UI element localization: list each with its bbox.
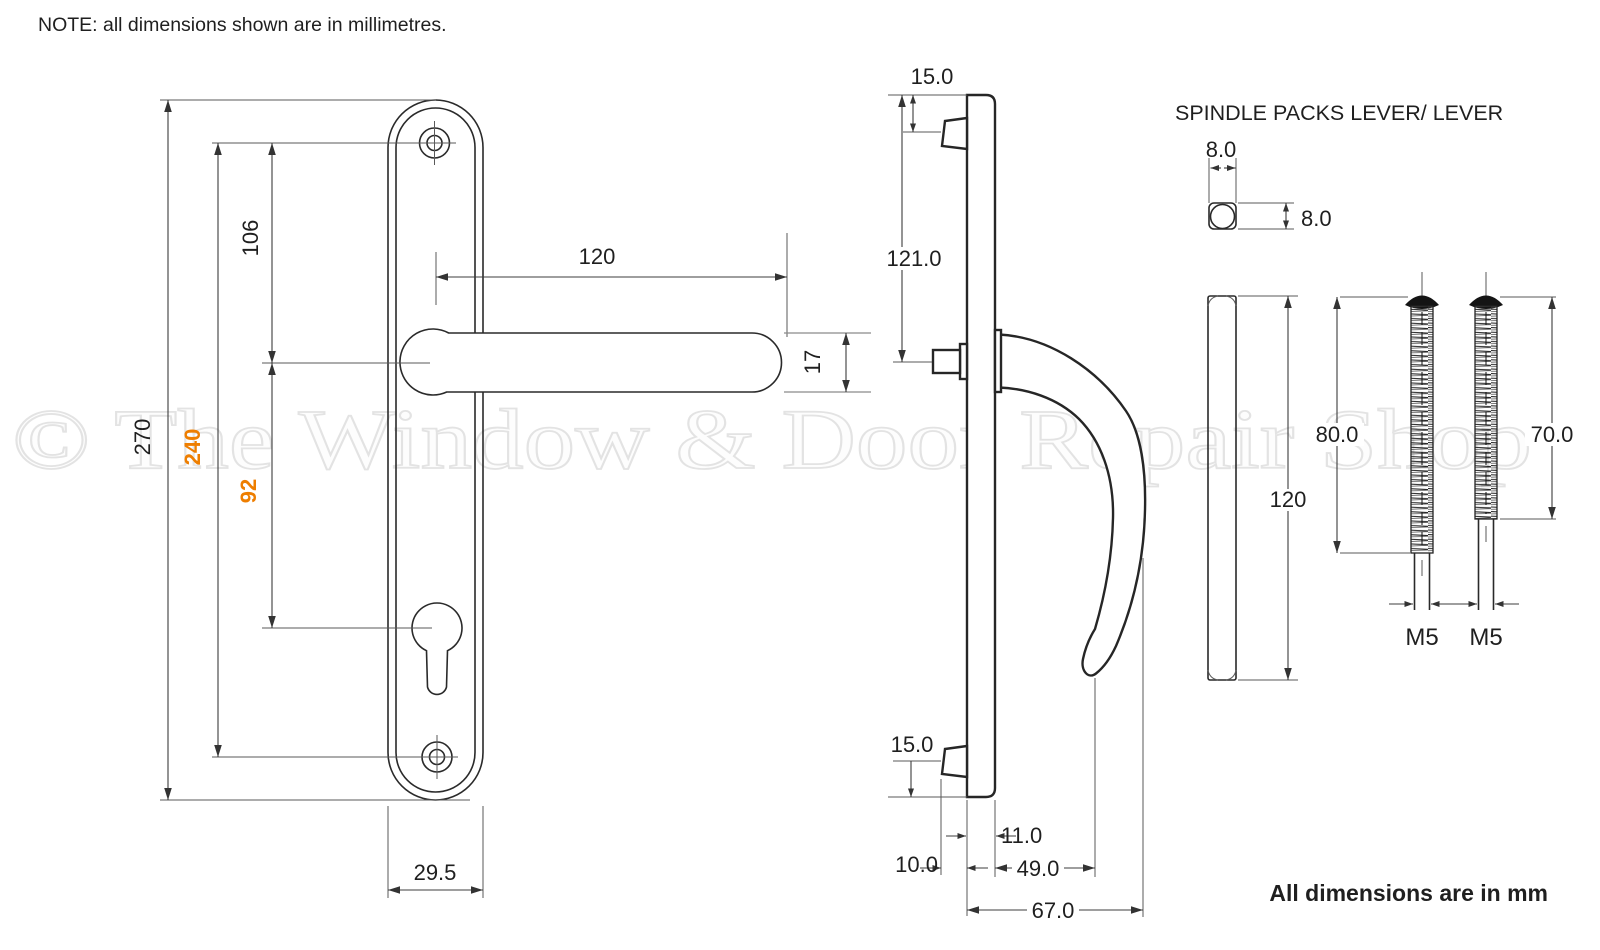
handle-bearing xyxy=(993,328,1003,394)
spindle-pack-view: SPINDLE PACKS LEVER/ LEVER 8.0 8.0 1 xyxy=(1175,101,1579,681)
spindle-stub xyxy=(931,348,962,375)
dim-screw-centres: 240 xyxy=(180,143,222,757)
dim-label-121: 121.0 xyxy=(886,246,941,271)
side-view: 15.0 121.0 15.0 10.0 xyxy=(882,64,1147,923)
dim-label-80: 80.0 xyxy=(1316,422,1359,447)
dim-label-106: 106 xyxy=(238,220,263,257)
dim-plate-depth: 11.0 xyxy=(946,823,1042,848)
backplate-inner-outline xyxy=(395,107,476,793)
dim-label-8-width: 8.0 xyxy=(1206,137,1237,162)
dim-bottom-lug: 15.0 xyxy=(888,732,967,798)
watermark-text: © The Window & Door Repair Shop xyxy=(12,391,1532,487)
dim-lever-width: 17 xyxy=(784,332,871,393)
lever-handle-front xyxy=(399,328,783,396)
dim-grip-reach: 49.0 xyxy=(995,856,1095,881)
dim-label-49: 49.0 xyxy=(1017,856,1060,881)
dim-overall-height: 270 xyxy=(130,99,470,801)
dim-label-15-bottom: 15.0 xyxy=(891,732,934,757)
backplate-outer-outline xyxy=(387,99,484,801)
bottom-fixing-lug xyxy=(940,744,969,779)
dim-total-projection: 67.0 xyxy=(967,898,1143,923)
spindle-cross-section: 8.0 8.0 xyxy=(1206,137,1332,231)
handle-grip-side xyxy=(997,333,1147,677)
dim-plate-width: 29.5 xyxy=(387,806,484,898)
dim-label-29-5: 29.5 xyxy=(414,860,457,885)
machine-screw-short: M5 70.0 xyxy=(1453,272,1579,651)
dim-label-92: 92 xyxy=(236,479,261,503)
dim-label-15-top: 15.0 xyxy=(911,64,954,89)
dim-label-17: 17 xyxy=(800,350,825,374)
screw-size-label-short: M5 xyxy=(1469,624,1502,651)
dim-label-240: 240 xyxy=(180,429,205,466)
dim-label-70: 70.0 xyxy=(1531,422,1574,447)
units-note: NOTE: all dimensions shown are in millim… xyxy=(38,14,447,36)
dim-label-bar-120: 120 xyxy=(1270,487,1307,512)
spindle-pack-title: SPINDLE PACKS LEVER/ LEVER xyxy=(1175,101,1503,125)
footer-units-note: All dimensions are in mm xyxy=(1269,880,1548,906)
dim-label-10: 10.0 xyxy=(895,852,938,877)
dim-label-67: 67.0 xyxy=(1032,898,1075,923)
dim-label-11: 11.0 xyxy=(1001,823,1042,848)
dim-label-8-height: 8.0 xyxy=(1301,206,1332,231)
front-view: 270 240 106 92 120 17 xyxy=(130,99,871,898)
dim-lug-depth: 10.0 xyxy=(895,852,988,877)
euro-cylinder-cutout xyxy=(411,602,463,696)
spindle-bar: 120 xyxy=(1207,295,1310,681)
machine-screw-long: M5 80.0 xyxy=(1310,272,1455,651)
dim-label-120: 120 xyxy=(579,244,616,269)
top-fixing-lug xyxy=(940,116,969,151)
side-plate-profile xyxy=(965,93,997,799)
dim-lever-length: 120 xyxy=(435,233,788,337)
screw-thread-long xyxy=(1410,305,1434,554)
dim-label-270: 270 xyxy=(130,419,155,456)
dim-screw-to-handle: 106 xyxy=(238,143,276,363)
dim-pz-centres: 92 xyxy=(236,363,276,628)
dim-lug-to-spindle: 121.0 xyxy=(882,95,946,363)
screw-size-label-long: M5 xyxy=(1405,624,1438,651)
